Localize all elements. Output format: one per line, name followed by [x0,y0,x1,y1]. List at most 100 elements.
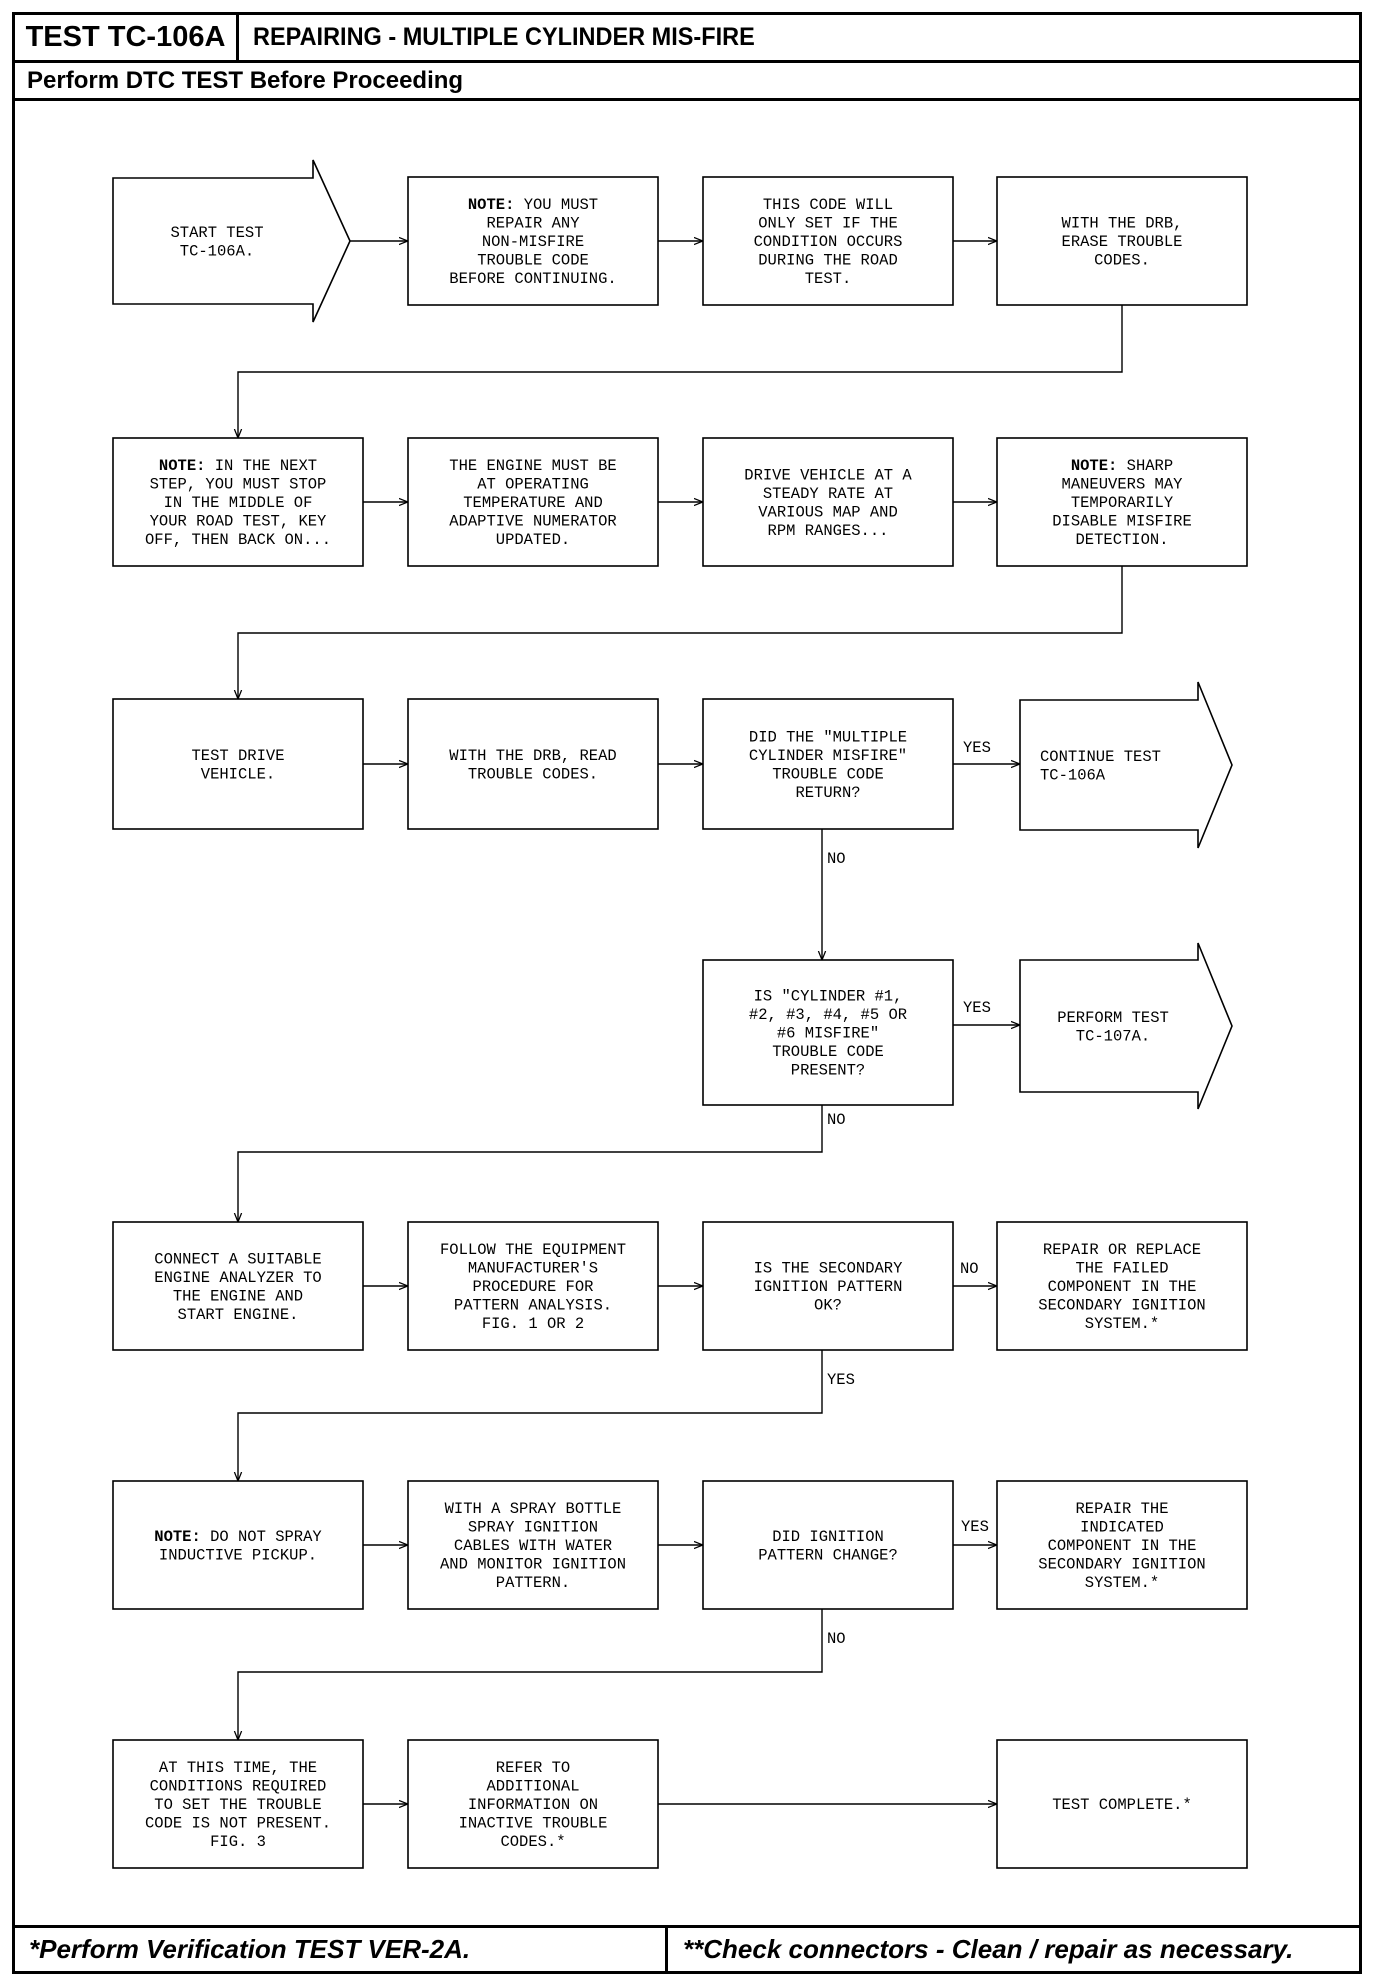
arrow-shape [112,159,351,323]
step-text-line: MANEUVERS MAY [1062,476,1184,494]
step-text-line: PROCEDURE FOR [473,1278,594,1296]
step-text-line: START ENGINE. [178,1306,299,1324]
connector [238,305,1123,438]
connector [238,1105,823,1222]
step-text-line: CONTINUE TEST [1040,748,1161,766]
footer-note-verification: *Perform Verification TEST VER-2A. [29,1934,471,1964]
page-frame: TEST TC-106A REPAIRING - MULTIPLE CYLIND… [12,12,1362,1974]
step-box [407,176,659,306]
step-text-line: TC-106A. [180,242,254,260]
step-text-line: #2, #3, #4, #5 OR [749,1006,907,1024]
step-text-line: DURING THE ROAD [758,252,898,270]
step-text-line: OK? [814,1297,842,1315]
step-box [702,176,954,306]
step-box [996,1739,1248,1869]
step-text-line: SYSTEM.* [1085,1315,1159,1333]
edge-label: YES [963,999,991,1017]
note-text: DO NOT SPRAY [201,1528,323,1546]
connector [238,1350,823,1481]
page-title: REPAIRING - MULTIPLE CYLINDER MIS-FIRE [253,23,755,51]
step-text-line: AT OPERATING [477,476,589,494]
step-text-line: TROUBLE CODE [477,252,589,270]
step-text-line: DISABLE MISFIRE [1052,513,1192,531]
step-text-line: SYSTEM.* [1085,1574,1159,1592]
step-box [702,437,954,567]
step-text-line: DID THE "MULTIPLE [749,728,907,746]
step-text-line: CONDITION OCCURS [754,233,903,251]
step-box [996,437,1248,567]
step-text-line: INDUCTIVE PICKUP. [159,1546,317,1564]
step-text-line: IS THE SECONDARY [754,1260,904,1278]
footer-divider [665,1928,668,1971]
step-box [407,1221,659,1351]
step-text-line: TC-107A. [1076,1027,1150,1045]
step-box [407,1739,659,1869]
note-label: NOTE: [1071,457,1118,475]
note-label: NOTE: [159,457,206,475]
note-label: NOTE: [154,1528,201,1546]
step-text-line: DID IGNITION [772,1528,884,1546]
edge-label: NO [827,1111,846,1129]
footer-bar: *Perform Verification TEST VER-2A. **Che… [15,1925,1359,1971]
step-text-line: ADAPTIVE NUMERATOR [449,513,616,531]
step-text-line: NOTE: DO NOT SPRAY [154,1528,322,1546]
note-text: YOU MUST [514,196,598,214]
step-text-line: TC-106A [1040,766,1106,784]
page-subtitle: Perform DTC TEST Before Proceeding [27,67,464,94]
step-text-line: CODES.* [500,1833,565,1851]
footer-note-connectors: **Check connectors - Clean / repair as n… [683,1934,1294,1964]
step-text-line: CODE IS NOT PRESENT. [145,1815,331,1833]
step-box [702,959,954,1106]
edge-label: YES [827,1371,855,1389]
step-text-line: TROUBLE CODES. [468,765,598,783]
step-text-line: ADDITIONAL [486,1778,579,1796]
step-text-line: RPM RANGES... [768,522,889,540]
step-text-line: ONLY SET IF THE [758,215,898,233]
step-box [407,437,659,567]
step-text-line: COMPONENT IN THE [1048,1537,1197,1555]
step-text-line: PRESENT? [791,1062,865,1080]
step-text-line: PATTERN CHANGE? [758,1546,898,1564]
step-text-line: STEP, YOU MUST STOP [150,476,327,494]
step-text-line: CODES. [1094,252,1150,270]
step-text-line: NOTE: YOU MUST [468,196,598,214]
flow-node-n15: FOLLOW THE EQUIPMENTMANUFACTURER'SPROCED… [407,1221,659,1351]
connector [238,566,1123,699]
arrow-shape [1019,681,1233,849]
step-text-line: IGNITION PATTERN [754,1278,903,1296]
step-text-line: COMPONENT IN THE [1048,1278,1197,1296]
step-text-line: TEST COMPLETE.* [1052,1796,1192,1814]
step-text-line: REPAIR THE [1075,1500,1168,1518]
step-text-line: WITH THE DRB, [1062,215,1183,233]
edge-label: NO [960,1260,979,1278]
step-box [407,1480,659,1610]
step-box [702,1221,954,1351]
step-text-line: WITH THE DRB, READ [449,747,616,765]
step-text-line: CABLES WITH WATER [454,1537,612,1555]
edge-label: NO [827,850,846,868]
flow-node-n12: IS "CYLINDER #1,#2, #3, #4, #5 OR#6 MISF… [702,959,954,1106]
step-text-line: NOTE: IN THE NEXT [159,457,317,475]
step-text-line: REPAIR ANY [486,215,580,233]
step-text-line: MANUFACTURER'S [468,1260,598,1278]
step-text-line: TO SET THE TROUBLE [154,1796,321,1814]
step-text-line: THE ENGINE MUST BE [449,457,616,475]
step-text-line: DETECTION. [1075,531,1168,549]
step-text-line: IN THE MIDDLE OF [164,494,313,512]
